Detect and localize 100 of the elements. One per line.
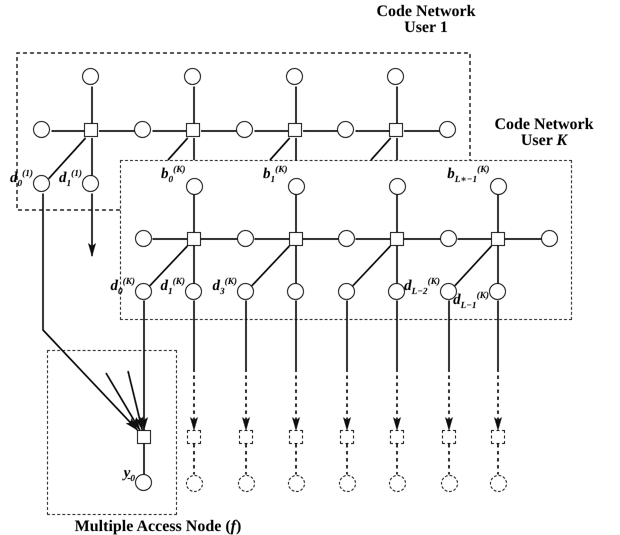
connector-line <box>303 238 338 240</box>
connector-line <box>454 245 492 286</box>
connector-line <box>458 238 491 240</box>
dashed-variable-circle <box>440 474 458 492</box>
variable-circle <box>338 230 355 247</box>
connector-line <box>143 444 145 474</box>
connector-line <box>152 130 187 132</box>
connector-line <box>370 137 392 161</box>
dashed-variable-circle <box>490 474 506 492</box>
variable-circle <box>184 68 201 85</box>
connector-line <box>356 130 390 132</box>
connector-line <box>52 130 85 132</box>
connector-line <box>346 444 348 474</box>
dashed-variable-circle <box>238 474 254 492</box>
connector-line <box>396 444 398 474</box>
connector-line <box>295 138 297 160</box>
arrow <box>292 300 300 431</box>
factor-square <box>388 122 402 136</box>
variable-circle <box>237 230 254 247</box>
variable-circle <box>388 283 405 300</box>
variable-circle <box>439 121 456 138</box>
connector-line <box>295 86 297 124</box>
arrow <box>190 300 198 431</box>
arrow <box>88 194 96 257</box>
group-heading: Multiple Access Node (f) <box>74 519 242 535</box>
connector-line <box>497 444 499 474</box>
factor-square <box>390 232 404 246</box>
connector-line <box>356 238 390 240</box>
dashed-factor-square <box>390 430 404 444</box>
connector-line <box>193 138 195 160</box>
connector-line <box>48 137 86 180</box>
factor-square <box>490 232 504 246</box>
arrow <box>105 372 141 431</box>
connector-line <box>497 246 499 284</box>
connector-line <box>295 194 297 232</box>
connector-line <box>245 444 247 474</box>
connector-line <box>303 130 338 132</box>
connector-line <box>497 194 499 232</box>
dashed-variable-circle <box>186 474 202 492</box>
variable-circle <box>541 230 558 247</box>
dashed-variable-circle <box>388 474 406 492</box>
variable-circle <box>388 178 406 194</box>
connector-line <box>396 86 398 124</box>
variable-circle <box>82 68 99 85</box>
factor-square <box>84 122 98 136</box>
connector-line <box>505 238 542 240</box>
variable-circle <box>440 230 457 247</box>
connector-line <box>149 245 188 286</box>
connector-line <box>193 444 195 474</box>
dashed-factor-square <box>187 430 201 444</box>
connector-line <box>91 86 93 124</box>
connector-line <box>396 138 398 160</box>
connector-line <box>152 238 187 240</box>
connector-line <box>352 245 392 286</box>
factor-square <box>186 122 200 136</box>
connector-line <box>167 137 188 161</box>
connector-line <box>404 238 440 240</box>
variable-circle <box>338 283 355 300</box>
arrow <box>494 300 502 431</box>
arrow <box>393 300 401 431</box>
factor-square <box>186 232 200 246</box>
connector-line <box>254 238 289 240</box>
dashed-factor-square <box>289 430 303 444</box>
variable-circle <box>134 121 151 138</box>
variable-circle <box>286 68 303 85</box>
dashed-factor-square <box>239 430 253 444</box>
connector-line <box>91 138 93 176</box>
connector-line <box>396 246 398 284</box>
variable-circle <box>33 121 50 138</box>
variable-circle <box>337 121 354 138</box>
connector-line <box>404 130 440 132</box>
connector-line <box>269 137 290 161</box>
variable-circle <box>287 283 304 300</box>
group-heading: Code Network User K <box>493 117 595 149</box>
connector-line <box>448 444 450 474</box>
arrow <box>127 370 144 431</box>
connector-line <box>295 246 297 284</box>
arrow <box>140 300 148 431</box>
connector-line <box>251 245 290 286</box>
connector-line <box>99 130 136 132</box>
connector-line <box>193 194 195 232</box>
factor-square <box>288 122 302 136</box>
connector-line <box>201 130 238 132</box>
connector-line <box>254 130 289 132</box>
dashed-factor-square <box>442 430 456 444</box>
arrow <box>42 194 138 431</box>
dashed-variable-circle <box>288 474 304 492</box>
connector-line <box>295 444 297 474</box>
dashed-factor-square <box>491 430 505 444</box>
connector-line <box>201 238 238 240</box>
dashed-variable-circle <box>338 474 356 492</box>
arrow <box>445 300 453 431</box>
variable-label: y$_{0}$ <box>124 466 135 486</box>
dashed-factor-square <box>340 430 354 444</box>
group-heading: Code Network User 1 <box>375 4 477 36</box>
variable-circle <box>387 68 404 85</box>
arrow <box>242 300 250 431</box>
connector-line <box>193 86 195 124</box>
arrow <box>343 300 351 431</box>
connector-line <box>396 194 398 232</box>
